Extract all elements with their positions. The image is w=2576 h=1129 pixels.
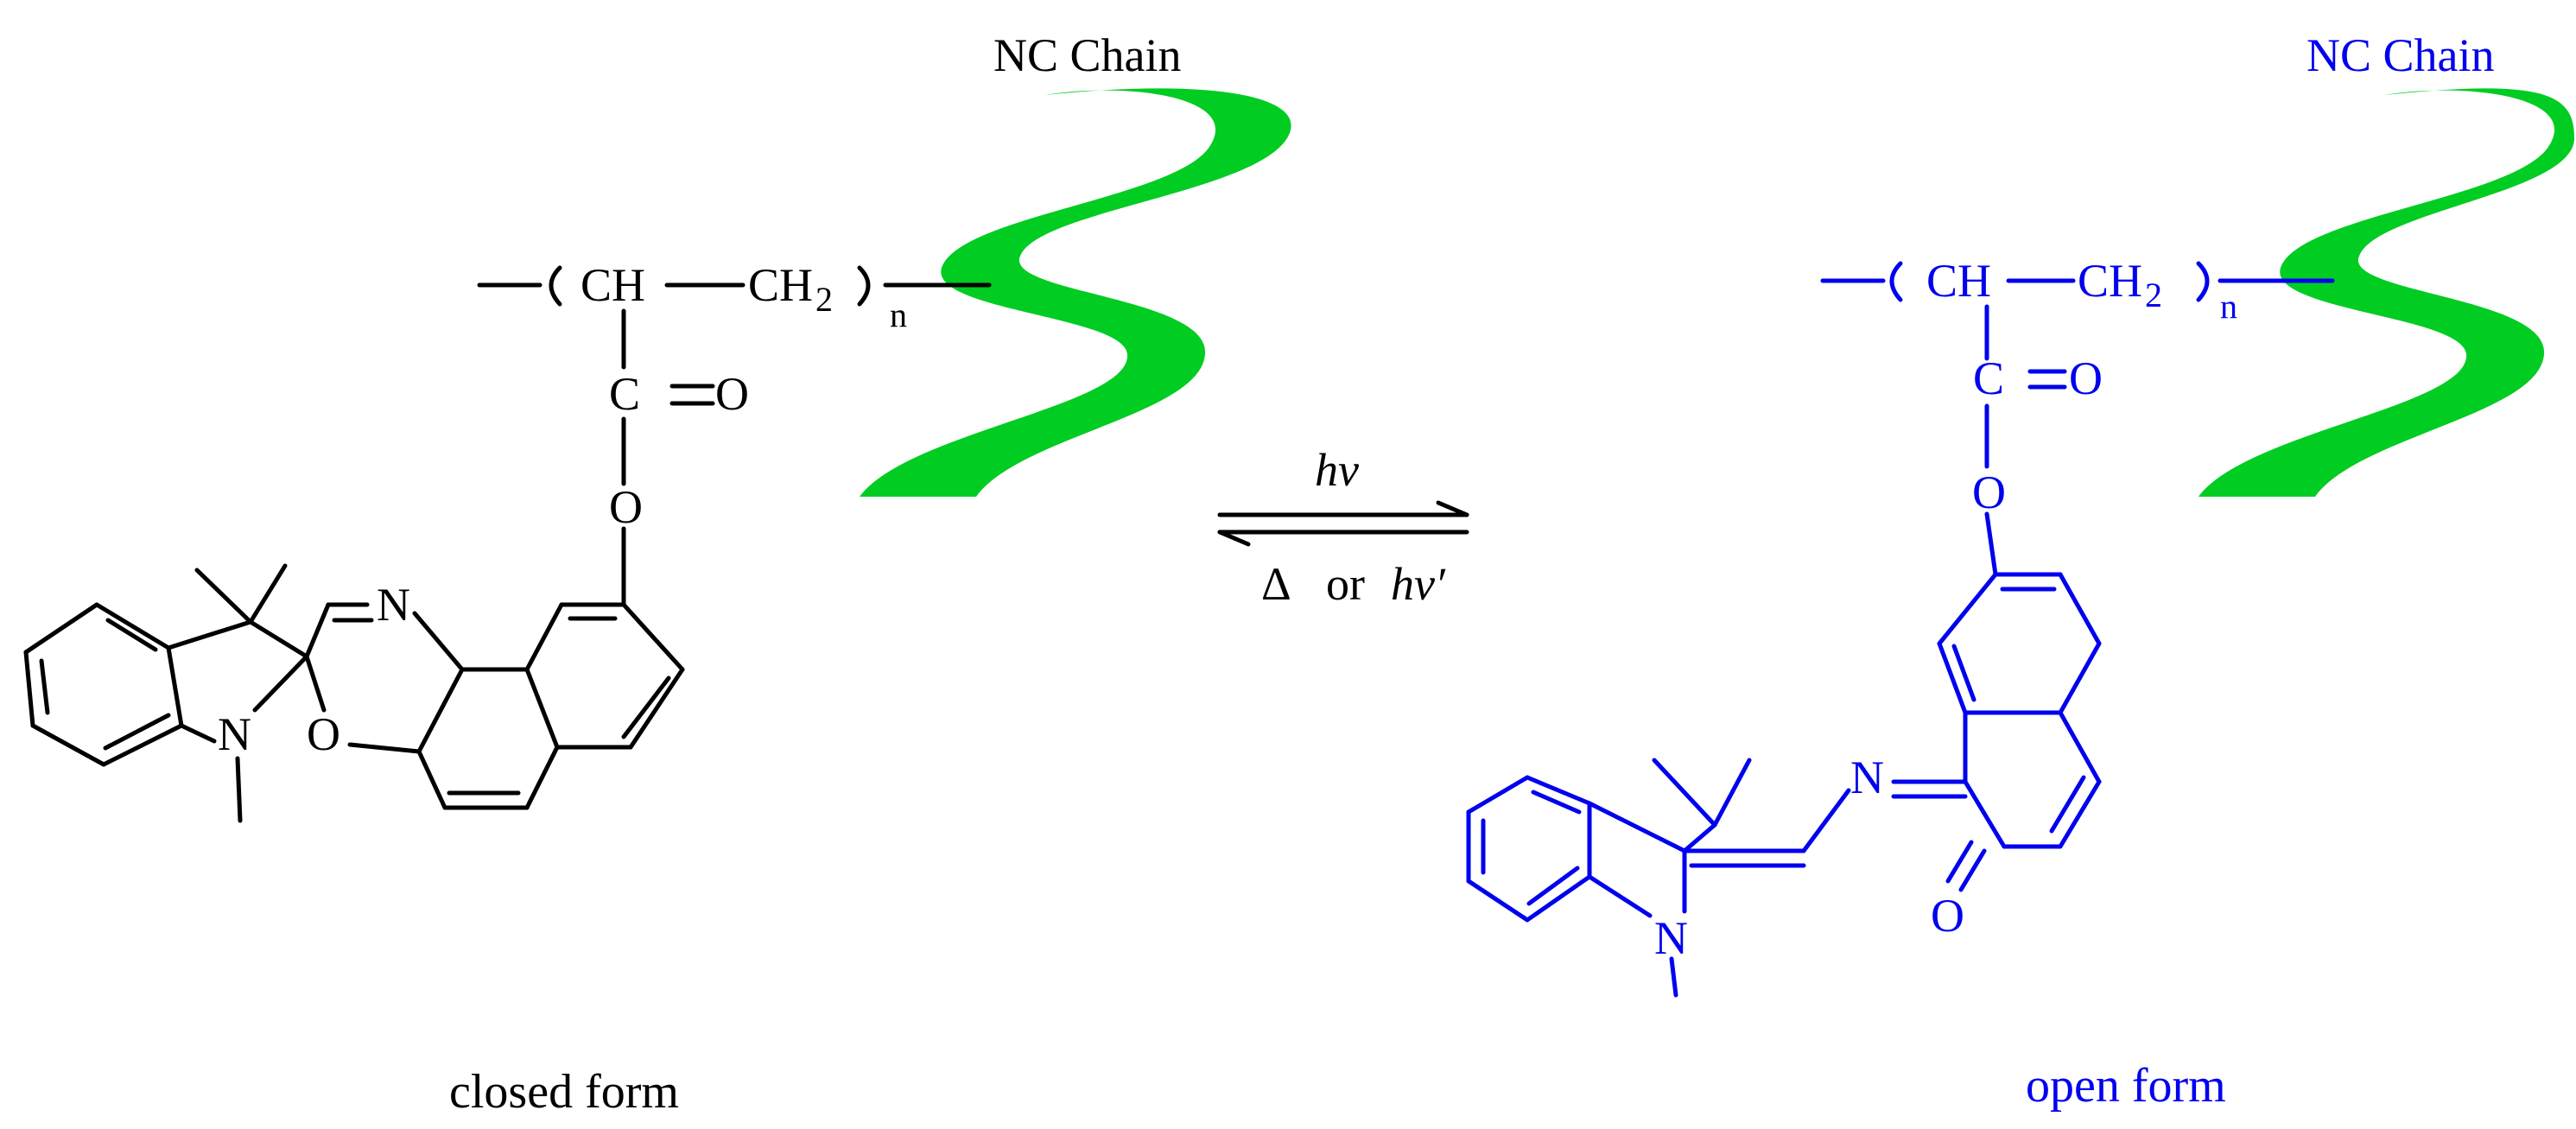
forward-condition: hv [1315,444,1359,496]
ester-oxygen-open: O [1972,466,2006,518]
equilibrium-arrows [1217,500,1469,547]
carbonyl-carbon: C [609,368,640,420]
repeat-subscript: n [890,295,907,334]
open-form-caption: open form [2026,1059,2226,1113]
nc-chain-label: NC Chain [993,29,1182,81]
nc-chain-ribbon-open [2198,88,2574,497]
oxazine-oxygen: O [307,708,340,760]
ch2-subscript-open: 2 [2145,276,2162,314]
repeat-subscript-open: n [2220,287,2237,326]
closed-form-structure [23,88,1291,823]
reverse-light-condition: hv′ [1391,558,1446,610]
nc-chain-ribbon [860,88,1291,497]
ch2-subscript: 2 [815,280,833,319]
carbonyl-carbon-open: C [1973,352,2004,404]
ester-oxygen: O [609,481,643,533]
ch-atom-open: CH [1926,255,1991,307]
closed-form-caption: closed form [449,1065,679,1119]
ketone-oxygen: O [1931,890,1964,942]
indoline-nitrogen: N [218,708,251,760]
imine-nitrogen: N [1850,752,1884,803]
indoline-nitrogen-open: N [1654,912,1688,964]
carbonyl-oxygen: O [715,368,749,420]
oxazine-nitrogen: N [377,579,410,631]
carbonyl-oxygen-open: O [2069,352,2103,404]
or-text: or [1326,558,1365,610]
closed-form-labels: NC Chain CH CH 2 n C O O N O N closed fo… [218,29,1182,1119]
reaction-conditions: hv Δ or hv′ [1261,444,1446,610]
heat-symbol: Δ [1261,558,1291,610]
open-form-structure [1466,88,2574,998]
ch2-atom-open: CH [2078,255,2142,307]
nc-chain-label-open: NC Chain [2306,29,2495,81]
ch-atom: CH [581,259,645,311]
ch2-atom: CH [748,259,813,311]
open-form-labels: NC Chain CH CH 2 n C O O N O N open form [1654,29,2495,1113]
